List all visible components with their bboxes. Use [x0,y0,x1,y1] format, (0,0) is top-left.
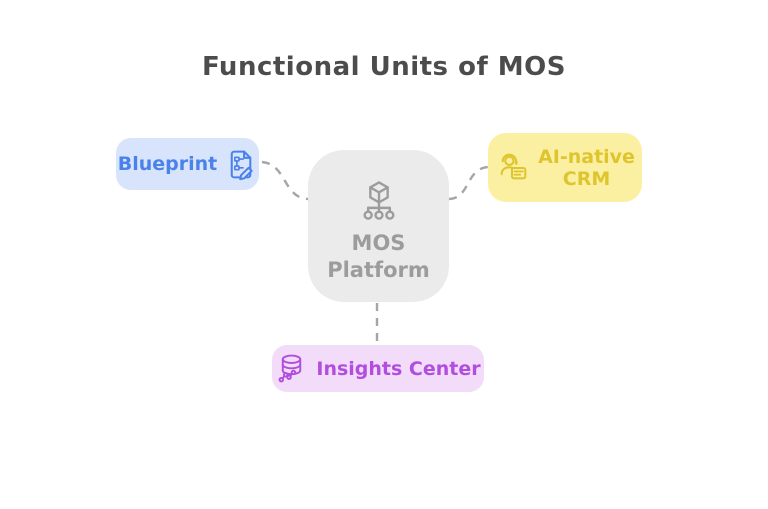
node-mos-platform: MOS Platform [308,150,449,302]
platform-label: MOS Platform [327,230,430,284]
platform-label-line1: MOS [351,230,406,255]
cube-hierarchy-icon [363,180,394,220]
crm-label-line2: CRM [562,167,611,190]
insights-label: Insights Center [316,357,481,380]
document-edit-icon [230,150,253,180]
support-agent-card-icon [500,153,527,180]
node-blueprint: Blueprint [116,138,259,190]
crm-label-line1: AI-native [538,145,635,168]
node-insights-center: Insights Center [272,345,484,392]
connector-platform-to-crm [448,165,490,201]
node-ai-native-crm: AI-native CRM [488,133,642,202]
platform-label-line2: Platform [327,257,430,282]
database-analytics-icon [278,354,302,383]
page-title: Functional Units of MOS [201,52,567,82]
blueprint-label: Blueprint [117,153,218,175]
crm-label: AI-native CRM [538,146,635,190]
connector-blueprint-to-platform [261,160,310,201]
